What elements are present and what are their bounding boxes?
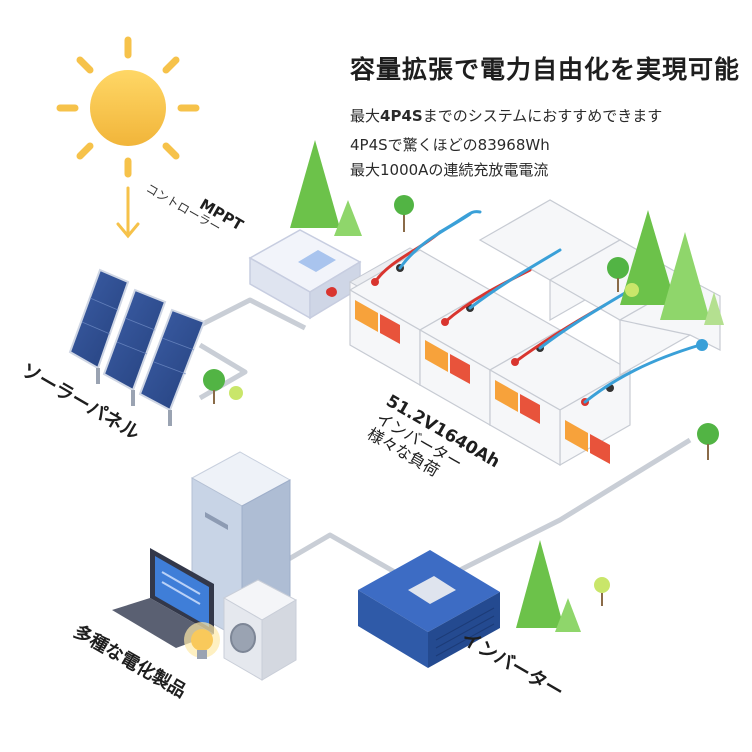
feature-2-text: 4P4Sで驚くほどの83968Wh bbox=[350, 136, 550, 154]
feature-1-bold: 4P4S bbox=[380, 107, 423, 125]
light-bulb-icon bbox=[184, 622, 220, 659]
washing-machine-icon bbox=[222, 579, 298, 681]
headline: 容量拡張で電力自由化を実現可能 bbox=[350, 55, 741, 84]
inverter-icon bbox=[358, 550, 500, 668]
line-battery-to-inverter bbox=[438, 437, 692, 583]
feature-line-1: 最大4P4Sまでのシステムにおすすめできます bbox=[350, 107, 663, 125]
solar-panel-icon bbox=[68, 268, 206, 426]
feature-1-post: までのシステムにおすすめできます bbox=[422, 107, 663, 125]
feature-line-2: 4P4Sで驚くほどの83968Wh bbox=[350, 136, 550, 154]
tree-icon bbox=[203, 140, 724, 632]
arrow-down-icon bbox=[116, 186, 140, 239]
feature-3-text: 最大1000Aの連続充放電電流 bbox=[350, 161, 549, 179]
mppt-controller-icon bbox=[248, 229, 362, 320]
feature-line-3: 最大1000Aの連続充放電電流 bbox=[350, 161, 549, 179]
sun-icon bbox=[56, 36, 200, 178]
feature-1-pre: 最大 bbox=[350, 107, 381, 125]
